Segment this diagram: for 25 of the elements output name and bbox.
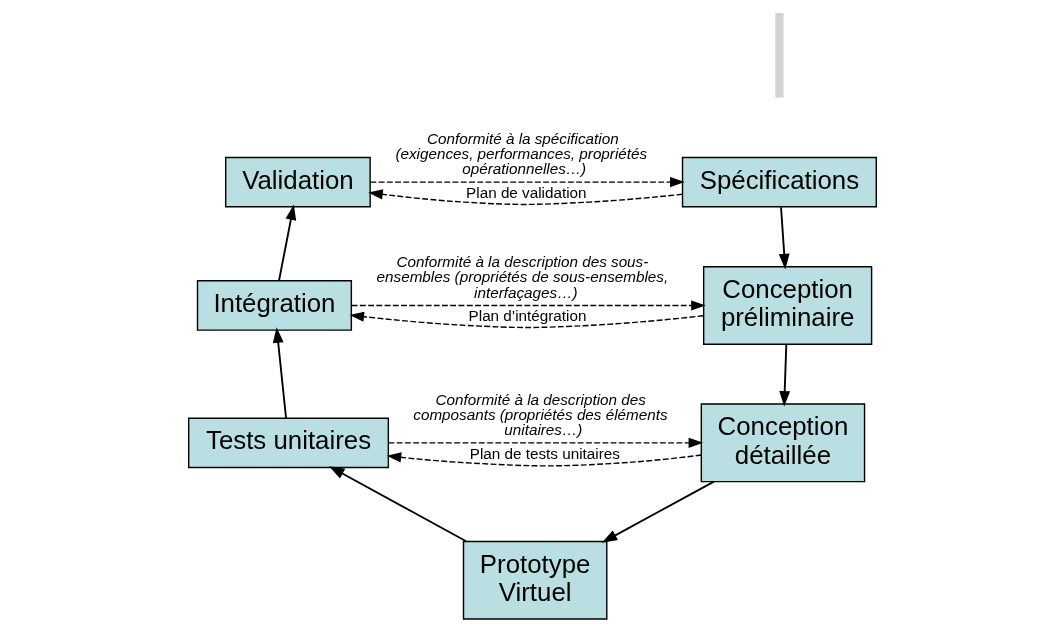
edge-label: Plan d’intégration [468, 307, 586, 325]
arrow [350, 300, 706, 311]
edge-label: Plan de tests unitaires [469, 444, 620, 462]
node-box: Tests unitaires [187, 417, 389, 469]
arrow [386, 452, 702, 467]
node-box: Conception détaillée [700, 403, 865, 483]
arrow [277, 204, 296, 282]
node-box: Spécifications [681, 156, 877, 208]
arrow [272, 327, 287, 419]
arrow [601, 480, 715, 543]
arrow [349, 311, 704, 329]
node-box: Prototype Virtuel [462, 540, 607, 620]
arrow [367, 189, 683, 206]
arrow [369, 177, 685, 188]
arrow [387, 437, 703, 448]
node-box: Intégration [196, 280, 352, 331]
node-box: Validation [224, 156, 371, 208]
edge-label: Plan de validation [465, 183, 587, 201]
edge-label: Conformité à la description des composants (propriétés des éléments unitaires…) [412, 390, 668, 439]
arrow [778, 206, 790, 270]
edge-label: Conformité à la description des sous-ensembles (propriétés de sous-ensembles, interfaçages…) [376, 253, 668, 301]
node-box: Conception préliminaire [702, 265, 872, 345]
edge-label: Conformité à la spécification (exigences, performances, propriétés opérationnelles…) [394, 129, 647, 178]
arrow [778, 343, 790, 407]
arrow [328, 466, 467, 543]
